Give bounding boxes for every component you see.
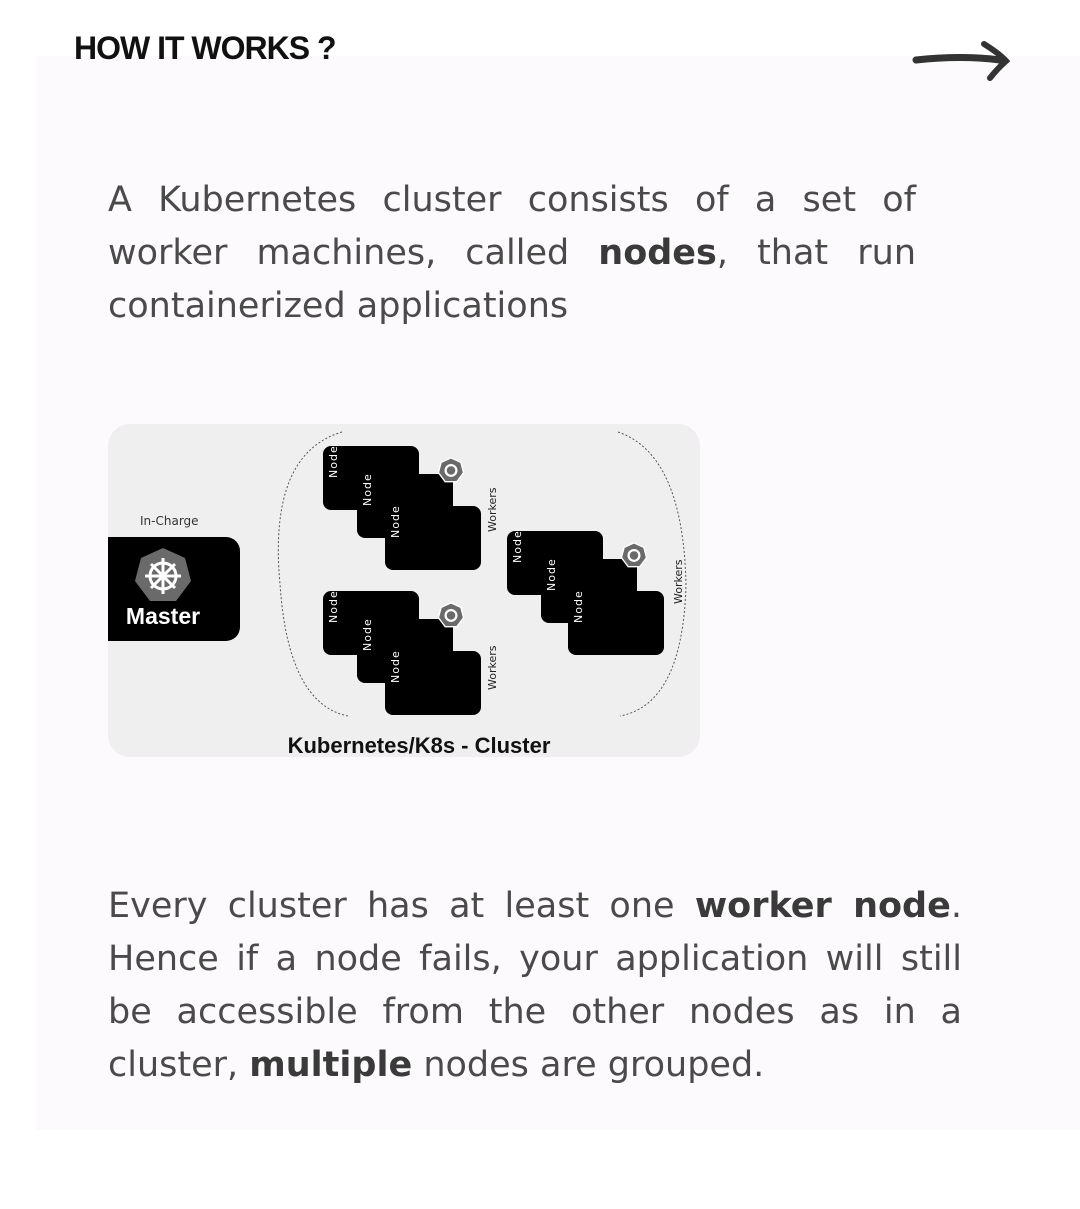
kubernetes-logo-icon: [621, 542, 647, 568]
master-label: Master: [125, 603, 201, 629]
intro-paragraph: A Kubernetes cluster consists of a set o…: [108, 180, 916, 326]
outro-paragraph: Every cluster has at least one worker no…: [108, 886, 962, 1085]
kubernetes-logo-icon: [438, 457, 464, 483]
kubernetes-logo-icon: [438, 602, 464, 628]
arrow-right-icon[interactable]: [912, 38, 1012, 82]
workers-label: Workers: [672, 559, 685, 604]
node-card: Node: [385, 505, 481, 570]
workers-label: Workers: [486, 487, 499, 532]
kubernetes-logo-icon: [135, 548, 191, 601]
node-card: Node: [568, 590, 664, 655]
master-node: Master: [108, 537, 240, 641]
in-charge-label: In-Charge: [140, 514, 199, 528]
page-title: HOW IT WORKS ?: [74, 30, 337, 66]
node-card: Node: [385, 650, 481, 715]
diagram-caption: Kubernetes/K8s - Cluster: [287, 733, 551, 757]
cluster-brackets: [277, 431, 687, 717]
workers-label: Workers: [486, 645, 499, 690]
cluster-diagram: In-Charge Master Node Node Node Workers …: [108, 424, 700, 757]
